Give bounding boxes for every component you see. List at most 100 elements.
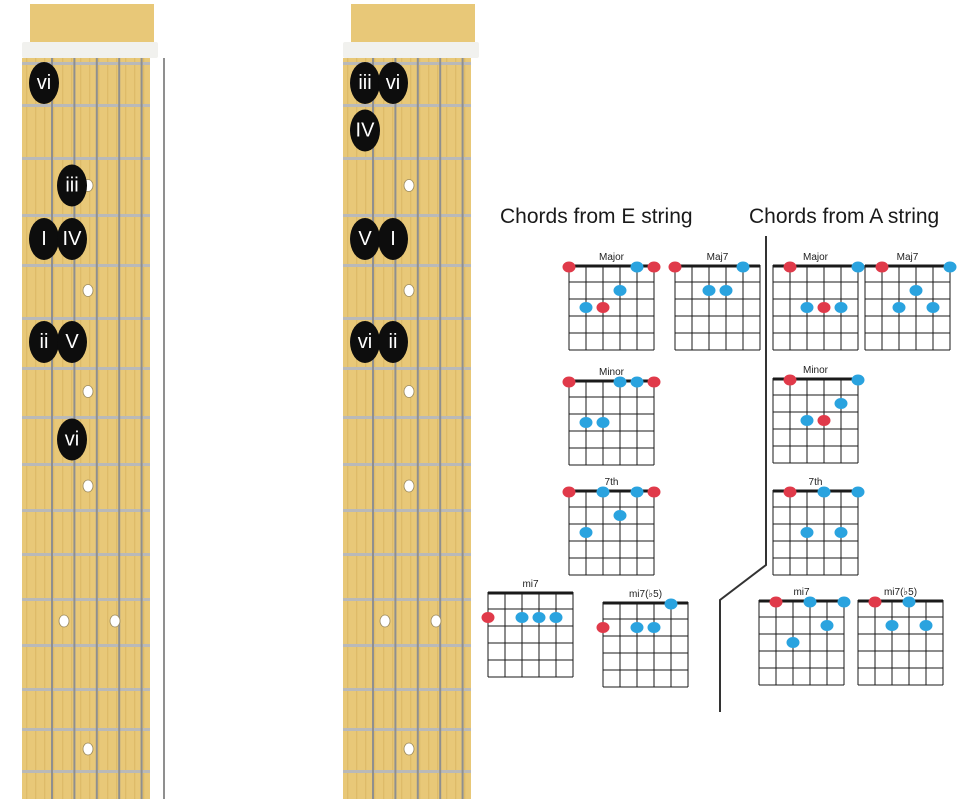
string-2 (417, 58, 419, 799)
string-5 (163, 58, 165, 799)
chord-note-dot (631, 377, 644, 388)
degree-marker: ii (29, 321, 59, 363)
degree-marker: ii (378, 321, 408, 363)
chord-note-dot (737, 262, 750, 273)
chart-nut (675, 265, 760, 268)
degree-marker: vi (350, 321, 380, 363)
fretboard-wood (343, 58, 471, 799)
degree-marker: IV (57, 218, 87, 260)
wood-grain (26, 58, 27, 799)
chord-note-dot (804, 597, 817, 608)
root-note-dot (597, 622, 610, 633)
chart-nut (569, 490, 654, 493)
root-note-dot (563, 487, 576, 498)
degree-label: IV (63, 228, 83, 250)
fret-7 (22, 416, 150, 419)
chart-nut (773, 265, 858, 268)
fret-13 (22, 688, 150, 691)
degree-marker: I (29, 218, 59, 260)
chart-nut (569, 265, 654, 268)
root-note-dot (648, 262, 661, 273)
chart-title: mi7(♭5) (629, 589, 662, 600)
chart-nut (858, 600, 943, 603)
degree-marker: iii (57, 165, 87, 207)
wood-grain (437, 58, 438, 799)
wood-grain (383, 58, 384, 799)
chart-e-mi7b5: mi7(♭5) (597, 589, 689, 687)
chart-nut (759, 600, 844, 603)
degree-label: vi (358, 331, 372, 353)
fret-10 (343, 553, 471, 556)
chord-note-dot (838, 597, 851, 608)
degree-marker: vi (378, 62, 408, 104)
chord-note-dot (631, 262, 644, 273)
chart-a-mi7b5: mi7(♭5) (858, 587, 943, 685)
degree-label: vi (386, 72, 400, 94)
degree-label: vi (37, 72, 51, 94)
string-0 (51, 58, 53, 799)
wood-grain (464, 58, 465, 799)
chord-note-dot (614, 285, 627, 296)
chord-note-dot (893, 302, 906, 313)
chart-title: 7th (605, 477, 619, 488)
root-note-dot (770, 597, 783, 608)
chart-e-minor: Minor (563, 367, 661, 465)
wood-grain (392, 58, 393, 799)
chord-note-dot (835, 527, 848, 538)
chord-note-dot (580, 417, 593, 428)
fret-3 (22, 214, 150, 217)
chord-note-dot (852, 262, 865, 273)
degree-marker: V (350, 218, 380, 260)
chord-note-dot (614, 377, 627, 388)
root-note-dot (648, 487, 661, 498)
wood-grain (35, 58, 36, 799)
fret-6 (343, 367, 471, 370)
wood-grain (446, 58, 447, 799)
wood-grain (347, 58, 348, 799)
string-4 (462, 58, 464, 799)
fret-10 (22, 553, 150, 556)
chord-note-dot (821, 620, 834, 631)
chart-a-major: Major (773, 252, 865, 350)
degree-label: V (358, 228, 372, 250)
headstock (30, 4, 154, 42)
chord-note-dot (580, 302, 593, 313)
wood-grain (419, 58, 420, 799)
chord-note-dot (886, 620, 899, 631)
root-note-dot (597, 302, 610, 313)
wood-grain (53, 58, 54, 799)
root-note-dot (784, 262, 797, 273)
wood-grain (374, 58, 375, 799)
fret-11 (22, 598, 150, 601)
wood-grain (428, 58, 429, 799)
fret-inlay (83, 285, 93, 297)
chart-title: mi7(♭5) (884, 587, 917, 598)
fret-4 (22, 264, 150, 267)
chord-note-dot (852, 375, 865, 386)
chord-note-dot (703, 285, 716, 296)
fret-6 (22, 367, 150, 370)
fret-2 (22, 157, 150, 160)
chord-note-dot (944, 262, 957, 273)
wood-grain (134, 58, 135, 799)
chart-nut (488, 592, 573, 595)
string-3 (439, 58, 441, 799)
root-note-dot (784, 487, 797, 498)
root-note-dot (869, 597, 882, 608)
chord-note-dot (597, 487, 610, 498)
wood-grain (98, 58, 99, 799)
root-note-dot (784, 375, 797, 386)
nut (343, 42, 479, 58)
chord-note-dot (835, 302, 848, 313)
chord-note-dot (533, 612, 546, 623)
fret-inlay (404, 743, 414, 755)
fret-4 (343, 264, 471, 267)
fret-12 (343, 644, 471, 647)
chord-note-dot (903, 597, 916, 608)
fret-inlay (404, 180, 414, 192)
root-note-dot (818, 415, 831, 426)
chart-a-mi7: mi7 (759, 587, 851, 685)
root-note-dot (563, 262, 576, 273)
fretboard-wood (22, 58, 150, 799)
